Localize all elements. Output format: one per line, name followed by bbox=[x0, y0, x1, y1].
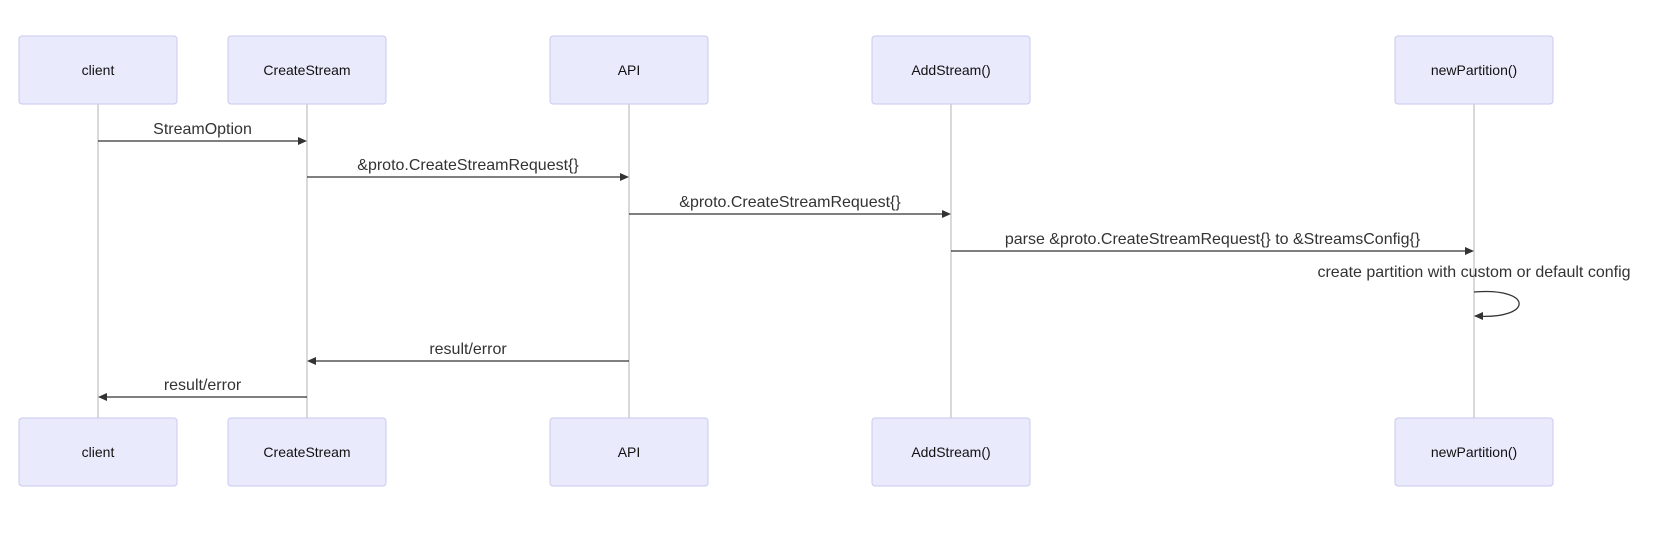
actor-box bbox=[227, 417, 387, 487]
actor-api-bottom: API bbox=[549, 417, 709, 487]
message-label: result/error bbox=[164, 377, 242, 394]
message-label: parse &proto.CreateStreamRequest{} to &S… bbox=[1005, 231, 1421, 248]
arrowhead bbox=[620, 173, 629, 181]
arrowhead bbox=[1465, 247, 1474, 255]
message-5: create partition with custom or default … bbox=[1317, 264, 1631, 320]
arrowhead bbox=[1474, 312, 1483, 320]
message-loop bbox=[1473, 290, 1520, 317]
actor-label: CreateStream bbox=[263, 444, 350, 460]
actor-box bbox=[18, 417, 178, 487]
actor-label: newPartition() bbox=[1431, 444, 1517, 460]
message-6: result/error bbox=[307, 341, 629, 365]
actor-label: AddStream() bbox=[911, 62, 990, 78]
actor-newpartition-bottom: newPartition() bbox=[1394, 417, 1554, 487]
actor-newpartition-top: newPartition() bbox=[1394, 35, 1554, 105]
actor-api-top: API bbox=[549, 35, 709, 105]
actor-client-bottom: client bbox=[18, 417, 178, 487]
actor-addstream-bottom: AddStream() bbox=[871, 417, 1031, 487]
message-label: &proto.CreateStreamRequest{} bbox=[357, 157, 579, 174]
actor-box bbox=[1394, 417, 1554, 487]
actor-box bbox=[871, 35, 1031, 105]
messages: StreamOption&proto.CreateStreamRequest{}… bbox=[98, 121, 1631, 401]
arrowhead bbox=[942, 210, 951, 218]
actor-label: client bbox=[82, 444, 115, 460]
actor-box bbox=[227, 35, 387, 105]
message-2: &proto.CreateStreamRequest{} bbox=[307, 157, 629, 181]
actor-addstream-top: AddStream() bbox=[871, 35, 1031, 105]
arrowhead bbox=[307, 357, 316, 365]
actor-createstream-top: CreateStream bbox=[227, 35, 387, 105]
actor-label: newPartition() bbox=[1431, 62, 1517, 78]
actor-box bbox=[549, 417, 709, 487]
actor-box bbox=[18, 35, 178, 105]
actor-label: API bbox=[618, 444, 641, 460]
actor-client-top: client bbox=[18, 35, 178, 105]
actor-label: CreateStream bbox=[263, 62, 350, 78]
message-label: create partition with custom or default … bbox=[1317, 264, 1630, 281]
actor-label: AddStream() bbox=[911, 444, 990, 460]
actor-box bbox=[1394, 35, 1554, 105]
message-4: parse &proto.CreateStreamRequest{} to &S… bbox=[951, 231, 1474, 255]
actor-box bbox=[871, 417, 1031, 487]
lifelines bbox=[97, 104, 1475, 418]
message-label: &proto.CreateStreamRequest{} bbox=[679, 194, 901, 211]
actor-box bbox=[549, 35, 709, 105]
message-7: result/error bbox=[98, 377, 307, 401]
message-label: StreamOption bbox=[153, 121, 252, 138]
actor-label: client bbox=[82, 62, 115, 78]
message-1: StreamOption bbox=[98, 121, 307, 145]
message-3: &proto.CreateStreamRequest{} bbox=[629, 194, 951, 218]
arrowhead bbox=[98, 393, 107, 401]
message-label: result/error bbox=[429, 341, 507, 358]
actors-top: client CreateStream API AddStream() newParti… bbox=[18, 35, 1554, 105]
actor-label: API bbox=[618, 62, 641, 78]
actor-createstream-bottom: CreateStream bbox=[227, 417, 387, 487]
actors-bottom: client CreateStream API AddStream() newParti… bbox=[18, 417, 1554, 487]
arrowhead bbox=[298, 137, 307, 145]
